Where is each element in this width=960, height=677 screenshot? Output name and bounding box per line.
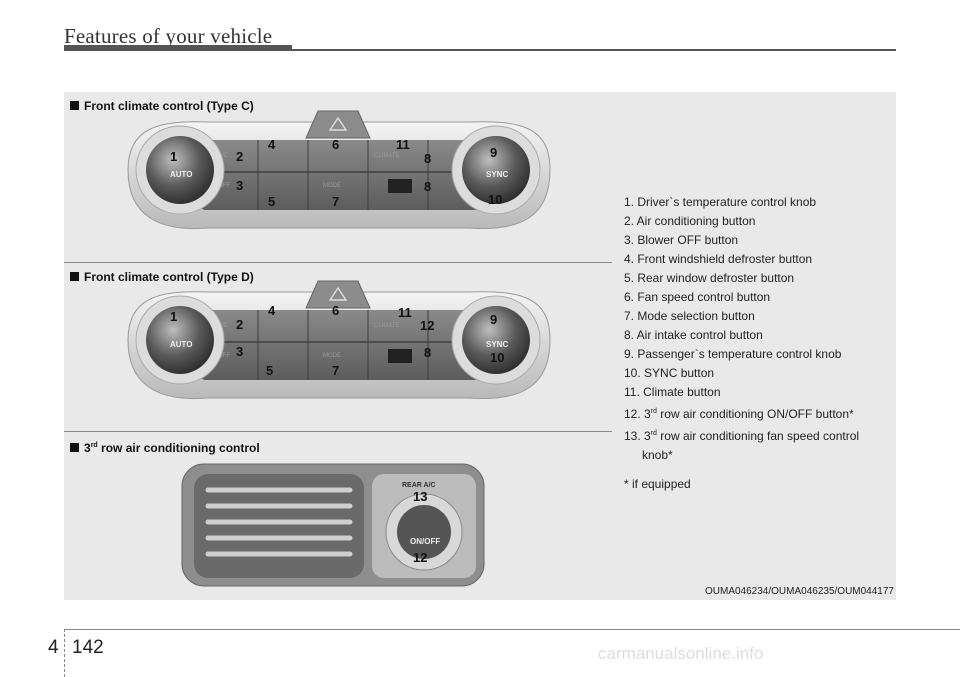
svg-text:A/C: A/C bbox=[218, 153, 229, 159]
header-rule-thin bbox=[292, 49, 896, 51]
svg-text:1: 1 bbox=[170, 309, 177, 324]
footer-divider bbox=[64, 629, 65, 677]
page-header-title: Features of your vehicle bbox=[64, 24, 273, 48]
climate-panel-type-c: A/C OFF MODE CLIMATE AUTO SYNC 1 2 3 4 5… bbox=[127, 110, 551, 230]
svg-text:CLIMATE: CLIMATE bbox=[374, 323, 400, 329]
svg-text:10: 10 bbox=[490, 350, 504, 365]
bullet-square-icon bbox=[70, 101, 79, 110]
svg-text:13: 13 bbox=[413, 489, 427, 504]
svg-text:SYNC: SYNC bbox=[486, 340, 508, 349]
section-title-third-row: 3rd row air conditioning control bbox=[70, 441, 260, 455]
svg-text:MODE: MODE bbox=[323, 353, 341, 359]
legend-item-continuation: knob* bbox=[642, 448, 673, 462]
svg-text:8: 8 bbox=[424, 345, 431, 360]
svg-text:1: 1 bbox=[170, 149, 177, 164]
svg-text:12: 12 bbox=[420, 318, 434, 333]
legend-item: 6. Fan speed control button bbox=[624, 290, 771, 304]
svg-text:REAR A/C: REAR A/C bbox=[402, 482, 436, 489]
legend-item: 9. Passenger`s temperature control knob bbox=[624, 347, 842, 361]
svg-text:7: 7 bbox=[332, 194, 339, 209]
svg-text:5: 5 bbox=[268, 194, 275, 209]
header-rule-thick bbox=[64, 45, 292, 51]
svg-text:AUTO: AUTO bbox=[170, 170, 193, 179]
legend-item: 1. Driver`s temperature control knob bbox=[624, 195, 817, 209]
svg-text:8: 8 bbox=[424, 151, 431, 166]
legend-item: 8. Air intake control button bbox=[624, 328, 763, 342]
legend-item: 11. Climate button bbox=[624, 385, 721, 399]
legend-item: 3. Blower OFF button bbox=[624, 233, 739, 247]
svg-text:CLIMATE: CLIMATE bbox=[374, 153, 400, 159]
svg-text:4: 4 bbox=[268, 303, 276, 318]
svg-text:SYNC: SYNC bbox=[486, 170, 508, 179]
section-title-type-c: Front climate control (Type C) bbox=[70, 99, 254, 113]
svg-text:4: 4 bbox=[268, 137, 276, 152]
watermark-text: carmanualsonline.info bbox=[598, 644, 764, 663]
legend-item: 10. SYNC button bbox=[624, 366, 715, 380]
svg-text:7: 7 bbox=[332, 363, 339, 378]
svg-text:11: 11 bbox=[398, 305, 412, 320]
svg-text:12: 12 bbox=[413, 550, 427, 565]
svg-text:2: 2 bbox=[236, 149, 243, 164]
svg-text:2: 2 bbox=[236, 317, 243, 332]
legend-list: 1. Driver`s temperature control knob 2. … bbox=[624, 193, 892, 465]
bullet-square-icon bbox=[70, 443, 79, 452]
svg-text:11: 11 bbox=[396, 137, 410, 152]
svg-text:6: 6 bbox=[332, 303, 339, 318]
page-number: 142 bbox=[72, 637, 104, 658]
legend-item: 4. Front windshield defroster button bbox=[624, 252, 813, 266]
svg-text:OFF: OFF bbox=[218, 183, 230, 189]
svg-text:10: 10 bbox=[488, 192, 502, 207]
legend-item: 2. Air conditioning button bbox=[624, 214, 756, 228]
svg-text:5: 5 bbox=[266, 363, 273, 378]
section-title-type-d: Front climate control (Type D) bbox=[70, 270, 254, 284]
section-divider bbox=[64, 431, 612, 432]
footer-rule bbox=[64, 629, 960, 630]
footnote: * if equipped bbox=[624, 477, 691, 491]
climate-panel-type-d: A/C OFF MODE CLIMATE AUTO SYNC 1 2 3 4 5… bbox=[127, 280, 551, 400]
svg-text:3: 3 bbox=[236, 178, 243, 193]
svg-text:8: 8 bbox=[424, 179, 431, 194]
bullet-square-icon bbox=[70, 272, 79, 281]
third-row-ac-panel: REAR A/C ON/OFF 13 12 bbox=[181, 463, 485, 587]
svg-text:MODE: MODE bbox=[323, 183, 341, 189]
svg-text:9: 9 bbox=[490, 312, 497, 327]
svg-text:ON/OFF: ON/OFF bbox=[410, 537, 440, 546]
chapter-number: 4 bbox=[48, 637, 59, 658]
svg-text:A/C: A/C bbox=[218, 323, 229, 329]
legend-item: 5. Rear window defroster button bbox=[624, 271, 795, 285]
legend-item: 12. 3rd row air conditioning ON/OFF butt… bbox=[624, 407, 854, 421]
svg-text:9: 9 bbox=[490, 145, 497, 160]
svg-text:6: 6 bbox=[332, 137, 339, 152]
legend-item: 7. Mode selection button bbox=[624, 309, 755, 323]
svg-text:AUTO: AUTO bbox=[170, 340, 193, 349]
legend-item: 13. 3rd row air conditioning fan speed c… bbox=[624, 429, 860, 443]
section-divider bbox=[64, 262, 612, 263]
svg-text:OFF: OFF bbox=[218, 353, 230, 359]
svg-text:3: 3 bbox=[236, 344, 243, 359]
image-code: OUMA046234/OUMA046235/OUM044177 bbox=[705, 586, 894, 597]
